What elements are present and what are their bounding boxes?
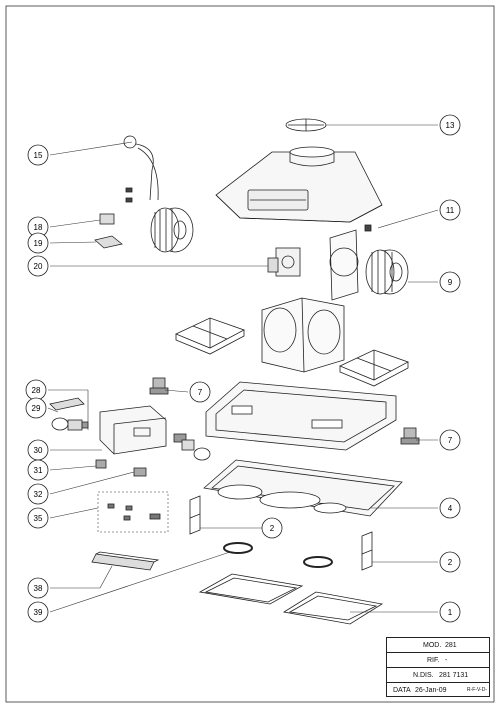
part-7-clip-left [149, 377, 169, 395]
callout-bubble [189, 381, 211, 403]
callout-bubble [27, 459, 49, 481]
callout-number: 39 [34, 608, 43, 617]
callout-number: 18 [34, 223, 43, 232]
part-31-connector [95, 459, 107, 469]
callout-number: 13 [446, 121, 455, 130]
part-4-bottom-frame [203, 459, 403, 517]
part-2-bracket-right [361, 531, 373, 571]
title-row-rif: RIF. - [387, 653, 489, 668]
part-13-vent-cap [285, 118, 327, 132]
part-carbon-filter-left [198, 573, 304, 605]
callout-number: 15 [34, 151, 43, 160]
callout-number: 20 [34, 262, 43, 271]
ndis-value: 281 7131 [439, 672, 469, 679]
data-label: DATA [393, 687, 411, 694]
part-29-lamp-holder [51, 417, 89, 431]
part-9-fan-wheel-right [365, 249, 409, 295]
callout-number: 2 [270, 524, 275, 533]
mod-label: MOD. [423, 642, 442, 649]
callout-number: 35 [34, 514, 43, 523]
part-lower-panel [205, 381, 397, 451]
part-1-carbon-filter-right [282, 591, 384, 625]
part-hood-body [215, 146, 383, 223]
rif-label: RIF. [427, 657, 440, 664]
callout-bubble [439, 271, 461, 293]
part-ring-left [223, 542, 253, 554]
part-ring-right [303, 556, 333, 568]
callout-bubble [27, 144, 49, 166]
part-2-bracket-left [189, 495, 201, 535]
callout-number: 32 [34, 490, 43, 499]
callout-bubble [27, 232, 49, 254]
part-lamp-holder-right [173, 433, 211, 461]
title-row-mod: MOD. 281 [387, 638, 489, 653]
title-block: MOD. 281 RIF. - N.DIS. 281 7131 DATA 26-… [386, 637, 490, 697]
callout-bubble [439, 551, 461, 573]
part-20-motor [267, 247, 301, 277]
callout-number: 9 [448, 278, 453, 287]
callout-bubble [439, 497, 461, 519]
part-35-group [97, 491, 169, 533]
callout-bubble [439, 429, 461, 451]
callout-number: 29 [32, 404, 41, 413]
part-grease-filter-left [175, 317, 245, 355]
part-11-clip [364, 224, 372, 232]
title-row-data: DATA 26-Jan-09 R-F-V-D- [387, 683, 489, 698]
callout-number: 1 [448, 608, 453, 617]
data-value: 26-Jan-09 [415, 687, 447, 694]
callout-bubble [25, 397, 47, 419]
revision-mark: R-F-V-D- [467, 687, 487, 693]
callout-number: 2 [448, 558, 453, 567]
part-blower-housing [261, 297, 345, 373]
callout-number: 4 [448, 504, 453, 513]
part-15-cable [123, 135, 159, 201]
callout-bubble [27, 255, 49, 277]
title-row-ndis: N.DIS. 281 7131 [387, 668, 489, 683]
rif-value: - [445, 657, 448, 664]
leader-lines [47, 124, 439, 613]
part-7-clip-right [400, 427, 420, 445]
part-motor-plate [329, 229, 359, 301]
part-19-bracket [94, 235, 123, 249]
callout-number: 28 [32, 386, 41, 395]
callout-number: 11 [446, 206, 455, 215]
part-32-connector [133, 467, 147, 477]
callout-number: 38 [34, 584, 43, 593]
mod-value: 281 [445, 642, 457, 649]
callout-number: 30 [34, 446, 43, 455]
ndis-label: N.DIS. [413, 672, 434, 679]
part-grease-filter-right [339, 349, 409, 387]
callout-bubble [261, 517, 283, 539]
part-28-pcb [49, 397, 85, 411]
part-38-rail [91, 551, 160, 571]
part-35-screws [107, 503, 161, 521]
part-18-block [99, 213, 115, 225]
callout-bubble [27, 577, 49, 599]
part-fan-wheel-left [150, 207, 194, 253]
callout-group: 1 2 2 4 7 7 9 11 13 15 18 19 20 28 29 30 31 32 35 38 39 [25, 114, 461, 623]
callout-bubble [27, 507, 49, 529]
callout-bubble [27, 483, 49, 505]
part-30-control-box [99, 405, 167, 455]
callout-bubble [439, 199, 461, 221]
callout-number: 7 [198, 388, 203, 397]
callout-bubble [439, 114, 461, 136]
callout-number: 7 [448, 436, 453, 445]
callout-bubble [439, 601, 461, 623]
sheet-frame [5, 5, 495, 703]
callout-bubble [27, 601, 49, 623]
callout-number: 19 [34, 239, 43, 248]
callout-number: 31 [34, 466, 43, 475]
part-screws [125, 187, 133, 203]
